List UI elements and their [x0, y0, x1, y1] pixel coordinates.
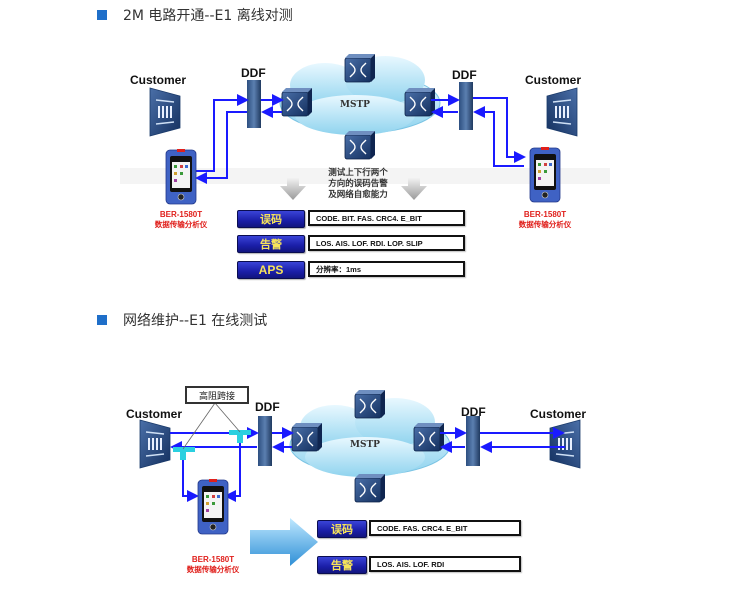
ddf-rack-icon [466, 416, 480, 466]
high-z-leader-lines [182, 402, 241, 450]
ddf-label: DDF [461, 405, 486, 419]
device-caption: BER-1580T 数据传输分析仪 [170, 555, 256, 575]
switch-icon [281, 87, 313, 117]
switch-icon [354, 473, 386, 503]
switch-icon [404, 87, 436, 117]
value-alarm: LOS. AIS. LOF. RDI. LOP. SLIP [308, 235, 465, 251]
switch-icon [354, 389, 386, 419]
mstp-label: MSTP [350, 440, 380, 450]
analyzer-device-icon [165, 148, 197, 205]
customer-equipment-icon [139, 419, 171, 469]
value-aps: 分辨率：1ms [308, 261, 465, 277]
note-line: 测试上下行两个 [328, 168, 388, 178]
tap-connector-icon [173, 430, 251, 460]
ddf-label: DDF [452, 68, 477, 82]
analyzer-device-icon [197, 478, 229, 535]
device-subtitle: 数据传输分析仪 [154, 220, 208, 229]
tag-alarm: 告警 [317, 556, 367, 574]
down-arrow-icon [401, 178, 427, 200]
bullet-icon [97, 315, 107, 325]
value-bit-error: CODE. FAS. CRC4. E_BIT [369, 520, 521, 536]
note-line: 及网络自愈能力 [328, 190, 388, 200]
test-note: 测试上下行两个 方向的误码告警 及网络自愈能力 [308, 168, 408, 201]
bullet-icon [97, 10, 107, 20]
tag-bit-error: 误码 [237, 210, 305, 228]
section1-heading-text: 2M 电路开通--E1 离线对测 [123, 8, 293, 24]
value-bit-error: CODE. BIT. FAS. CRC4. E_BIT [308, 210, 465, 226]
ddf-label: DDF [241, 66, 266, 80]
section1-heading: 2M 电路开通--E1 离线对测 [97, 5, 293, 25]
customer-label: Customer [525, 73, 582, 87]
ddf-rack-icon [258, 416, 272, 466]
customer-equipment-icon [149, 87, 181, 137]
ddf-label: DDF [255, 400, 280, 414]
shadow-band [120, 168, 610, 184]
customer-label: Customer [530, 407, 587, 421]
switch-icon [413, 422, 445, 452]
high-impedance-bridge-label: 高阻跨接 [185, 386, 249, 404]
tag-bit-error: 误码 [317, 520, 367, 538]
device-caption: BER-1580T 数据传输分析仪 [502, 210, 588, 230]
switch-icon [344, 130, 376, 160]
device-model: BER-1580T [523, 210, 567, 219]
device-model: BER-1580T [191, 555, 235, 564]
customer-equipment-icon [546, 87, 578, 137]
device-subtitle: 数据传输分析仪 [186, 565, 240, 574]
down-arrow-icon [280, 178, 306, 200]
tag-alarm: 告警 [237, 235, 305, 253]
ddf-rack-icon [459, 82, 473, 130]
device-caption: BER-1580T 数据传输分析仪 [138, 210, 224, 230]
mstp-cloud-1 [279, 56, 441, 135]
tag-aps: APS [237, 261, 305, 279]
customer-label: Customer [130, 73, 187, 87]
switch-icon [344, 53, 376, 83]
section2-heading-text: 网络维护--E1 在线测试 [123, 313, 268, 329]
mstp-label: MSTP [340, 100, 370, 110]
analyzer-device-icon [529, 146, 561, 203]
customer-label: Customer [126, 407, 183, 421]
big-arrow-icon [250, 518, 318, 566]
note-line: 方向的误码告警 [328, 179, 388, 189]
link-lines-1 [195, 94, 526, 184]
section2-heading: 网络维护--E1 在线测试 [97, 310, 267, 330]
device-model: BER-1580T [159, 210, 203, 219]
value-alarm: LOS. AIS. LOF. RDI [369, 556, 521, 572]
device-subtitle: 数据传输分析仪 [518, 220, 572, 229]
switch-icon [291, 422, 323, 452]
ddf-rack-icon [247, 80, 261, 128]
customer-equipment-icon [549, 419, 581, 469]
